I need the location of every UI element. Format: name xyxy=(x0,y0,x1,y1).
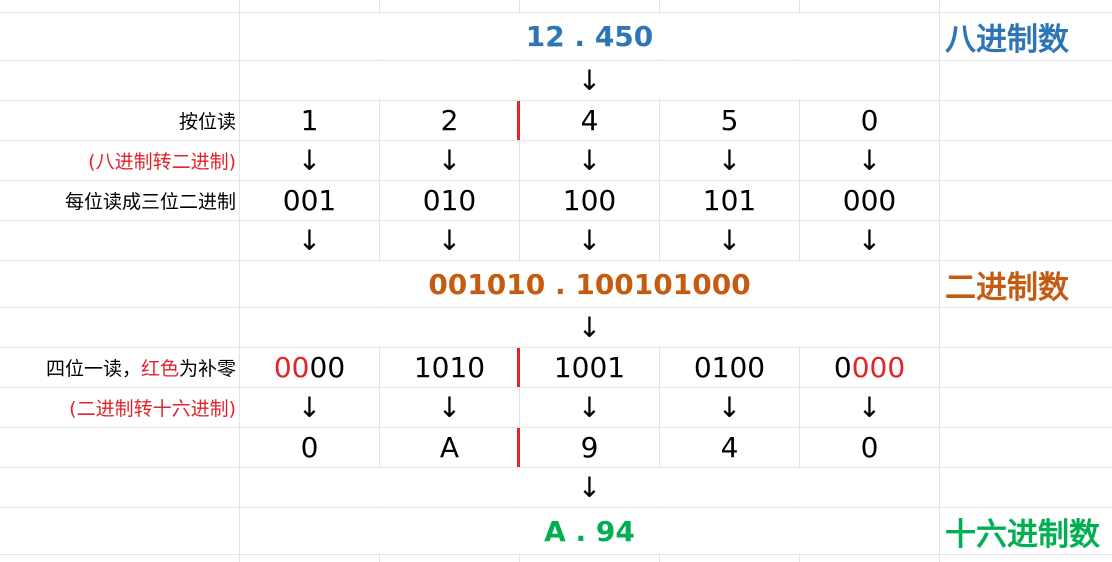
nibble-bits: 1010 xyxy=(413,351,486,384)
grid-line xyxy=(0,347,1112,348)
grid-line xyxy=(0,12,1112,13)
grid-line xyxy=(0,220,1112,221)
padding-zeros: 000 xyxy=(851,351,906,384)
binary-nibble: 0100 xyxy=(660,348,799,387)
radix-point-marker xyxy=(517,101,520,140)
grid-line xyxy=(0,140,1112,141)
grid-line xyxy=(0,307,1112,308)
grid-line xyxy=(0,507,1112,508)
grid-line xyxy=(0,60,1112,61)
down-arrow-icon: ↓ xyxy=(297,144,322,177)
binary-number: 001010 . 100101000 xyxy=(428,267,751,301)
binary-number-label: 二进制数 xyxy=(945,269,1069,306)
down-arrow-icon: ↓ xyxy=(437,144,462,177)
row-label-each-digit-three-bits: 每位读成三位二进制 xyxy=(64,191,236,213)
binary-triplet: 000 xyxy=(842,184,897,217)
grid-line xyxy=(239,0,240,562)
row-label-four-bits-red: 红色 xyxy=(140,358,179,380)
row-label-four-bits: 四位一读，红色为补零 xyxy=(0,348,236,387)
row-label-read-by-digit: 按位读 xyxy=(178,111,236,133)
row-label-four-bits-suffix: 为补零 xyxy=(178,358,236,380)
grid-line xyxy=(0,260,1112,261)
down-arrow-icon: ↓ xyxy=(297,224,322,257)
merged-cell xyxy=(240,13,939,59)
octal-number: 12 . 450 xyxy=(525,20,654,53)
row-label-four-bits-prefix: 四位一读， xyxy=(45,358,141,380)
merged-cell xyxy=(240,468,939,506)
nibble-bits: 0100 xyxy=(693,351,766,384)
radix-point-marker xyxy=(517,348,520,387)
row-label-octal-to-binary: (八进制转二进制) xyxy=(88,151,236,173)
grid-line xyxy=(0,427,1112,428)
binary-triplet: 001 xyxy=(282,184,337,217)
padding-zeros: 00 xyxy=(273,351,310,384)
binary-triplet: 101 xyxy=(702,184,757,217)
binary-triplet: 100 xyxy=(562,184,617,217)
down-arrow-icon: ↓ xyxy=(297,391,322,424)
octal-digit: 2 xyxy=(440,104,459,137)
down-arrow-icon: ↓ xyxy=(717,224,742,257)
down-arrow-icon: ↓ xyxy=(857,224,882,257)
hex-digit: A xyxy=(439,431,460,464)
radix-point-marker xyxy=(517,428,520,467)
down-arrow-icon: ↓ xyxy=(437,224,462,257)
grid-line xyxy=(0,554,1112,555)
merged-cell xyxy=(240,508,939,553)
binary-triplet: 010 xyxy=(422,184,477,217)
octal-number-label: 八进制数 xyxy=(945,22,1069,58)
hex-digit: 0 xyxy=(860,431,879,464)
down-arrow-icon: ↓ xyxy=(437,391,462,424)
merged-cell xyxy=(240,61,939,99)
grid-line xyxy=(939,0,940,562)
down-arrow-icon: ↓ xyxy=(717,391,742,424)
octal-digit: 1 xyxy=(300,104,319,137)
hex-digit: 4 xyxy=(720,431,739,464)
down-arrow-icon: ↓ xyxy=(577,391,602,424)
binary-nibble: 1001 xyxy=(520,348,659,387)
octal-digit: 4 xyxy=(580,104,599,137)
down-arrow-icon: ↓ xyxy=(857,391,882,424)
grid-line xyxy=(0,180,1112,181)
down-arrow-icon: ↓ xyxy=(577,224,602,257)
down-arrow-icon: ↓ xyxy=(577,64,602,97)
grid-line xyxy=(0,100,1112,101)
merged-cell xyxy=(240,308,939,346)
binary-nibble: 1010 xyxy=(380,348,519,387)
octal-digit: 5 xyxy=(720,104,739,137)
down-arrow-icon: ↓ xyxy=(577,144,602,177)
nibble-bits: 1001 xyxy=(553,351,626,384)
octal-digit: 0 xyxy=(860,104,879,137)
row-label-binary-to-hex: (二进制转十六进制) xyxy=(69,398,236,420)
grid-line xyxy=(0,467,1112,468)
hex-digit: 0 xyxy=(300,431,319,464)
grid-line xyxy=(0,387,1112,388)
nibble-bits: 00 xyxy=(309,351,346,384)
down-arrow-icon: ↓ xyxy=(857,144,882,177)
nibble-bits: 0 xyxy=(833,351,852,384)
hex-digit: 9 xyxy=(580,431,599,464)
down-arrow-icon: ↓ xyxy=(577,311,602,344)
merged-cell xyxy=(240,261,939,306)
hex-number-label: 十六进制数 xyxy=(945,516,1100,553)
down-arrow-icon: ↓ xyxy=(577,471,602,504)
hex-number: A . 94 xyxy=(544,514,635,548)
down-arrow-icon: ↓ xyxy=(717,144,742,177)
